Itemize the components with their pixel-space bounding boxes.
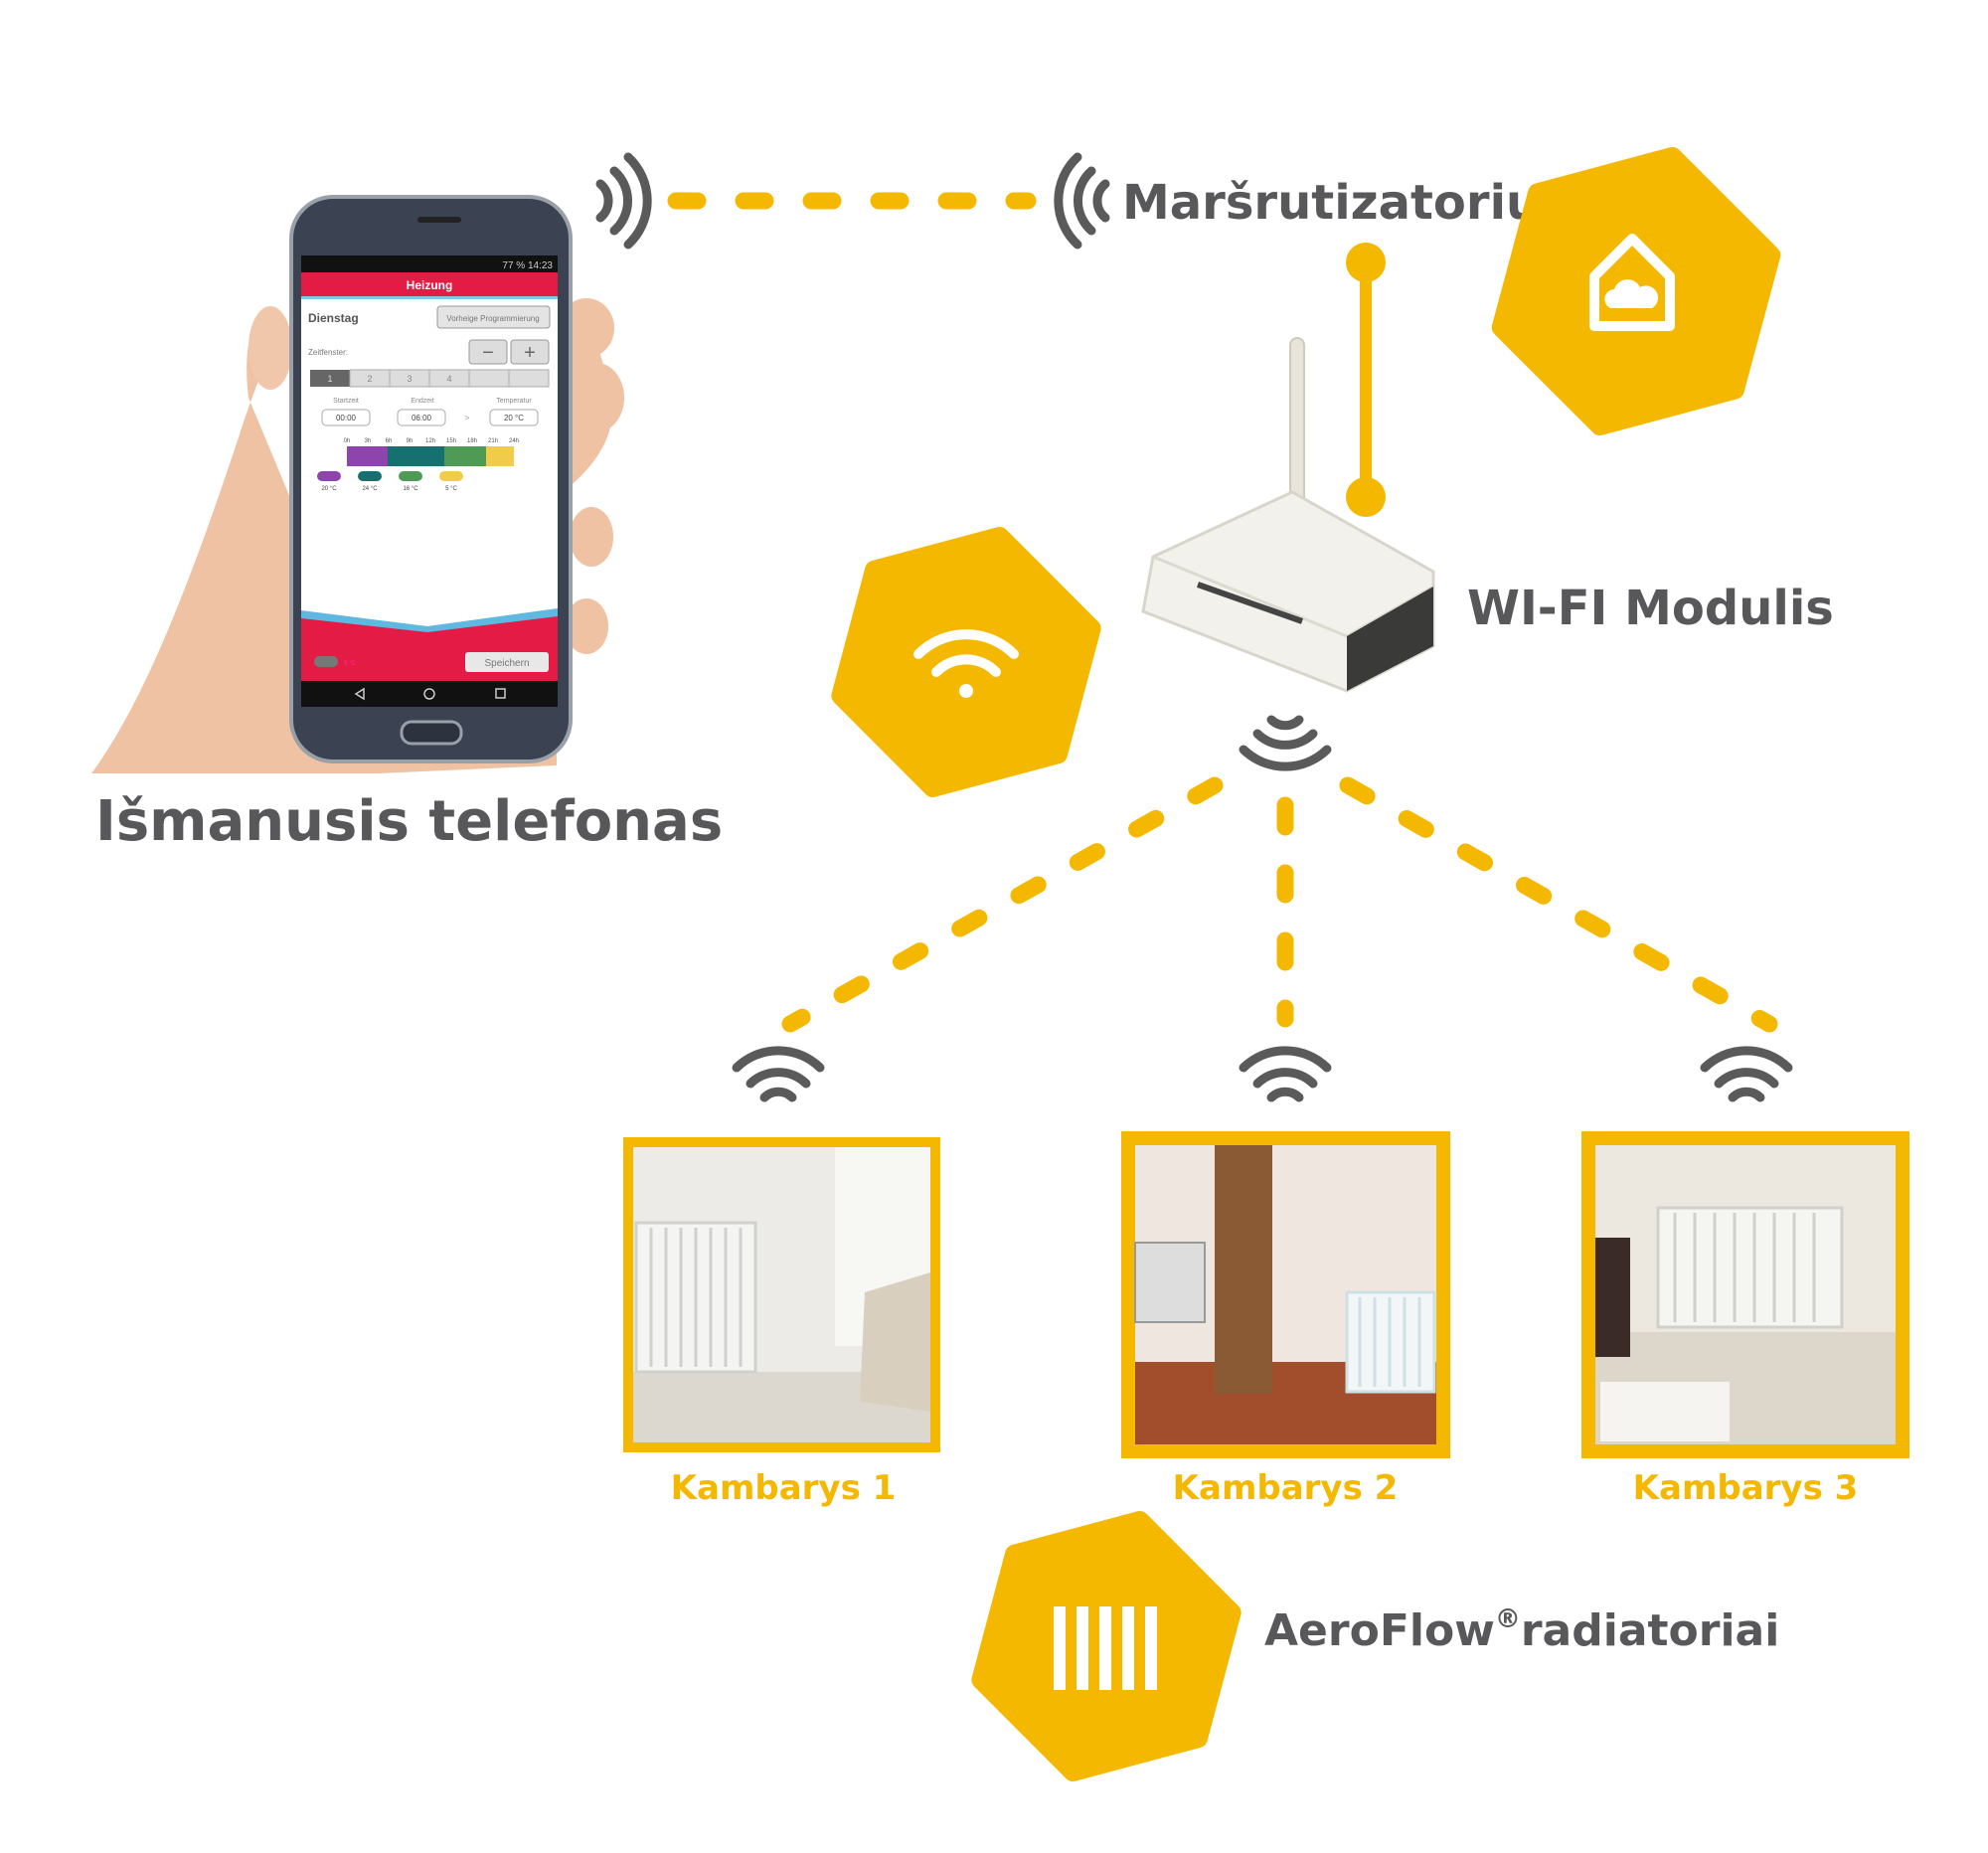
legend-swatch bbox=[399, 471, 422, 481]
plus-button[interactable] bbox=[510, 339, 550, 365]
radiator-icon bbox=[1054, 1606, 1157, 1690]
signal-waves-icon bbox=[1054, 152, 1110, 250]
previous-programming-button[interactable] bbox=[436, 305, 551, 329]
hour-tick: 12h bbox=[425, 438, 435, 444]
home-icon[interactable] bbox=[423, 688, 435, 700]
signal-waves-icon bbox=[595, 152, 652, 250]
tab-6[interactable] bbox=[508, 369, 550, 388]
legend-label: 20 °C bbox=[321, 486, 337, 492]
legend-label: 5 °C bbox=[445, 486, 457, 492]
router-label: Maršrutizatorius bbox=[1122, 175, 1569, 231]
module-room3-link bbox=[1339, 776, 1778, 1033]
wifi-module-signal-icon bbox=[1243, 720, 1327, 766]
registered-mark: ® bbox=[1495, 1604, 1521, 1634]
hour-tick: 24h bbox=[509, 438, 519, 444]
save-label: Speichern bbox=[484, 658, 529, 669]
svg-text:4: 4 bbox=[446, 374, 451, 384]
back-icon[interactable] bbox=[354, 687, 365, 701]
time-window-label: Zeitfenster: bbox=[308, 348, 348, 357]
room-3 bbox=[1581, 1051, 1909, 1458]
hour-ticks: 0h 3h 6h 9h 12h 15h 18h 21h 24h bbox=[344, 438, 519, 444]
minus-button[interactable] bbox=[468, 339, 508, 365]
svg-text:20 °C: 20 °C bbox=[504, 414, 524, 422]
wifi-icon bbox=[737, 1051, 820, 1097]
end-time-field[interactable] bbox=[397, 409, 446, 426]
plus-icon: + bbox=[524, 342, 536, 364]
module-room1-link bbox=[781, 776, 1224, 1033]
toggle-label: 5 °C bbox=[344, 661, 356, 667]
temp-label: Temperatur bbox=[496, 398, 532, 405]
start-label: Startzeit bbox=[333, 398, 359, 405]
previous-programming-label: Vorheige Programmierung bbox=[446, 314, 539, 323]
tab-5[interactable] bbox=[468, 369, 510, 388]
toggle-switch[interactable] bbox=[314, 656, 338, 667]
schedule-bar bbox=[347, 446, 514, 466]
app-header bbox=[301, 272, 558, 296]
phone-label: Išmanusis telefonas bbox=[95, 789, 723, 854]
hour-tick: 0h bbox=[344, 438, 351, 444]
temperature-legend: 20 °C 24 °C 16 °C 5 °C bbox=[317, 471, 463, 492]
room-2 bbox=[1121, 1051, 1450, 1458]
hour-tick: 6h bbox=[386, 438, 393, 444]
recents-icon[interactable] bbox=[495, 688, 506, 699]
hour-tick: 21h bbox=[488, 438, 498, 444]
svg-text:00:00: 00:00 bbox=[336, 414, 357, 422]
app-title: Heizung bbox=[407, 278, 453, 292]
router-module-cable bbox=[1346, 243, 1386, 517]
status-bar bbox=[301, 255, 558, 272]
svg-text:1: 1 bbox=[327, 374, 332, 384]
radiators-brand: AeroFlow bbox=[1264, 1605, 1495, 1656]
room-1 bbox=[623, 1051, 940, 1452]
wifi-icon bbox=[1243, 1051, 1327, 1097]
wifi-icon bbox=[1705, 1051, 1788, 1097]
legend-swatch bbox=[317, 471, 341, 481]
day-label: Dienstag bbox=[308, 311, 359, 325]
tab-1[interactable] bbox=[310, 370, 350, 387]
wifi-module-device bbox=[1141, 337, 1435, 693]
connection-lines bbox=[667, 192, 1778, 1033]
arrow-text: > bbox=[465, 414, 470, 422]
legend-swatch bbox=[439, 471, 463, 481]
wifi-module-label: WI-FI Modulis bbox=[1467, 581, 1834, 636]
hour-tick: 3h bbox=[365, 438, 372, 444]
legend-label: 16 °C bbox=[403, 486, 418, 492]
legend-swatch bbox=[358, 471, 382, 481]
radiators-word: radiatoriai bbox=[1521, 1605, 1779, 1656]
start-time-field[interactable] bbox=[321, 409, 371, 426]
end-label: Endzeit bbox=[411, 398, 433, 405]
minus-icon: − bbox=[482, 342, 494, 364]
android-nav-bar bbox=[301, 681, 558, 707]
room-2-label: Kambarys 2 bbox=[1173, 1468, 1399, 1508]
svg-text:2: 2 bbox=[367, 374, 372, 384]
radiators-label: AeroFlow®radiatoriai bbox=[1264, 1604, 1779, 1656]
hour-tick: 15h bbox=[446, 438, 456, 444]
hour-tick: 18h bbox=[467, 438, 477, 444]
status-time: 14:23 bbox=[528, 260, 553, 271]
temperature-field[interactable] bbox=[489, 409, 539, 426]
wifi-icon bbox=[913, 629, 1019, 698]
svg-text:3: 3 bbox=[407, 374, 412, 384]
smartphone: 77 % 14:23 Heizung Dienstag Vorheige Pro… bbox=[289, 195, 573, 763]
svg-text:06:00: 06:00 bbox=[412, 414, 432, 422]
svg-text:77 % 14:23: 77 % 14:23 bbox=[502, 260, 553, 271]
room-3-label: Kambarys 3 bbox=[1633, 1468, 1859, 1508]
time-window-tabs: 1 2 3 4 bbox=[310, 369, 550, 388]
legend-label: 24 °C bbox=[362, 486, 378, 492]
room-1-label: Kambarys 1 bbox=[671, 1468, 897, 1508]
save-button[interactable] bbox=[465, 652, 549, 672]
home-cloud-icon bbox=[1589, 234, 1675, 331]
hour-tick: 9h bbox=[407, 438, 414, 444]
